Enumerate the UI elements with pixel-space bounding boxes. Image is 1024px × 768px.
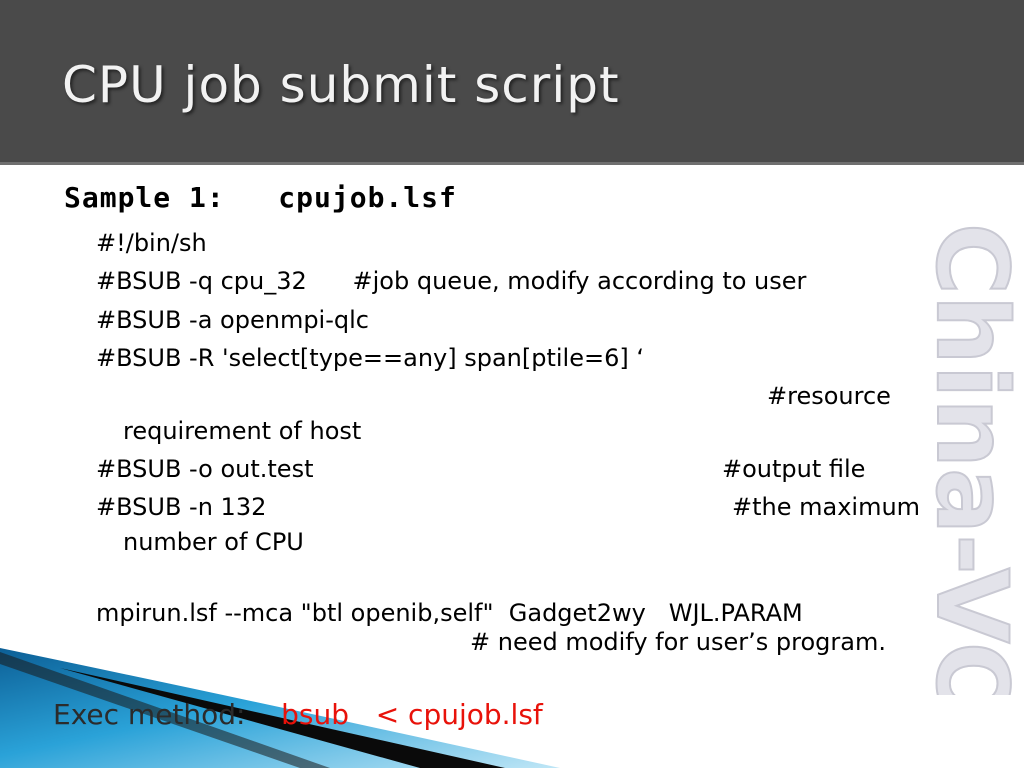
exec-method: Exec method: bsub < cpujob.lsf	[53, 698, 543, 731]
code-line-app: #BSUB -a openmpi-qlc	[96, 306, 369, 334]
exec-command: bsub < cpujob.lsf	[281, 698, 543, 731]
code-line-queue: #BSUB -q cpu_32 #job queue, modify accor…	[96, 267, 807, 295]
code-line-mpirun: mpirun.lsf --mca "btl openib,self" Gadge…	[96, 599, 803, 627]
code-line-resource: #BSUB -R 'select[type==any] span[ptile=6…	[96, 344, 644, 372]
title-bar: CPU job submit script	[0, 0, 1024, 165]
code-comment-ncpu-cont: number of CPU	[123, 528, 304, 556]
svg-text:China-VO: China-VO	[914, 223, 1024, 695]
sample-heading: Sample 1: cpujob.lsf	[64, 181, 457, 214]
code-line-output: #BSUB -o out.test	[96, 455, 314, 483]
watermark-logo: China-VO	[913, 222, 1024, 695]
code-line-ncpu: #BSUB -n 132	[96, 493, 267, 521]
code-comment-ncpu: #the maximum	[732, 493, 921, 521]
code-comment-mpirun: # need modify for user’s program.	[470, 628, 886, 656]
code-line-shebang: #!/bin/sh	[96, 229, 207, 257]
slide-title: CPU job submit script	[62, 56, 620, 114]
code-comment-resource-cont: requirement of host	[123, 417, 362, 445]
exec-label: Exec method:	[53, 698, 246, 731]
code-comment-output: #output file	[722, 455, 866, 483]
code-comment-resource: #resource	[767, 382, 891, 410]
